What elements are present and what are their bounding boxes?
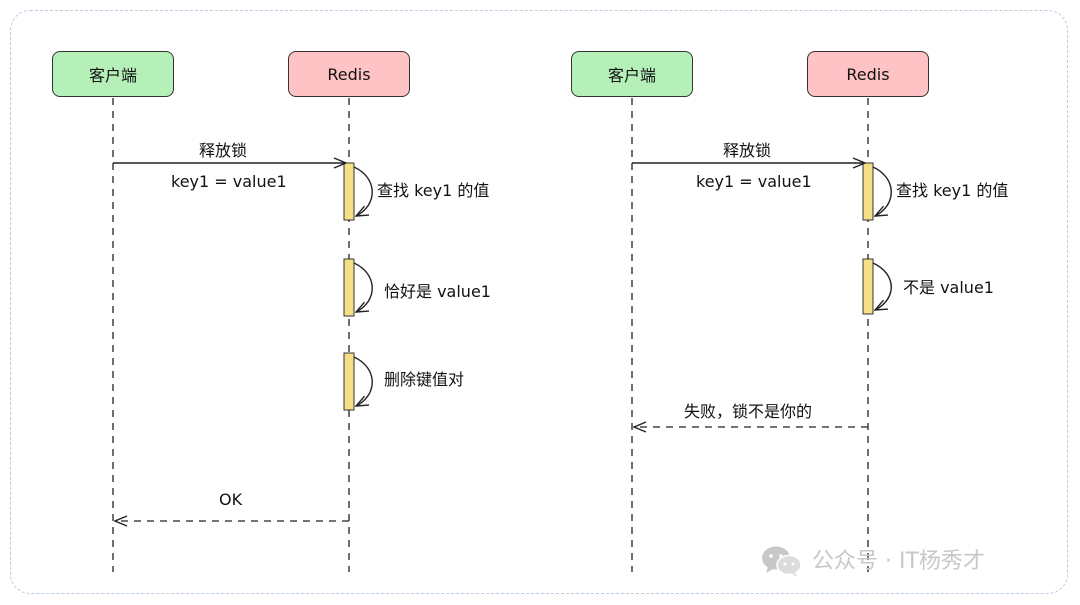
right-step1-label: 查找 key1 的值 (896, 181, 1009, 200)
wechat-icon (762, 546, 802, 577)
left-client-box: 客户端 (52, 51, 174, 97)
diagram-frame (10, 10, 1068, 594)
left-request-label: 释放锁 (199, 141, 248, 160)
left-request-sub: key1 = value1 (171, 172, 287, 191)
watermark-text: 公众号 · IT杨秀才 (812, 549, 985, 574)
right-redis-label: Redis (846, 64, 890, 84)
left-response-label: OK (219, 490, 243, 509)
right-client-box: 客户端 (571, 51, 693, 97)
left-step2-label: 恰好是 value1 (384, 282, 491, 301)
right-self-arrow-1 (872, 166, 892, 216)
left-self-arrow-3 (353, 356, 373, 406)
left-step1-label: 查找 key1 的值 (377, 181, 490, 200)
right-activation-1 (862, 162, 874, 221)
right-step2-label: 不是 value1 (903, 278, 994, 297)
right-client-label: 客户端 (607, 66, 656, 85)
right-activation-2 (862, 258, 874, 315)
right-request-sub: key1 = value1 (696, 172, 812, 191)
left-activation-2 (343, 258, 355, 317)
right-request-label: 释放锁 (723, 141, 772, 160)
right-response-label: 失败，锁不是你的 (684, 402, 813, 421)
left-activation-1 (343, 162, 355, 221)
left-self-arrow-2 (353, 262, 373, 312)
left-client-label: 客户端 (88, 66, 137, 85)
left-redis-label: Redis (327, 64, 371, 84)
left-activation-3 (343, 352, 355, 411)
left-redis-box: Redis (288, 51, 410, 97)
right-redis-box: Redis (807, 51, 929, 97)
left-self-arrow-1 (353, 166, 373, 216)
right-self-arrow-2 (872, 262, 892, 310)
left-step3-label: 删除键值对 (384, 370, 465, 389)
